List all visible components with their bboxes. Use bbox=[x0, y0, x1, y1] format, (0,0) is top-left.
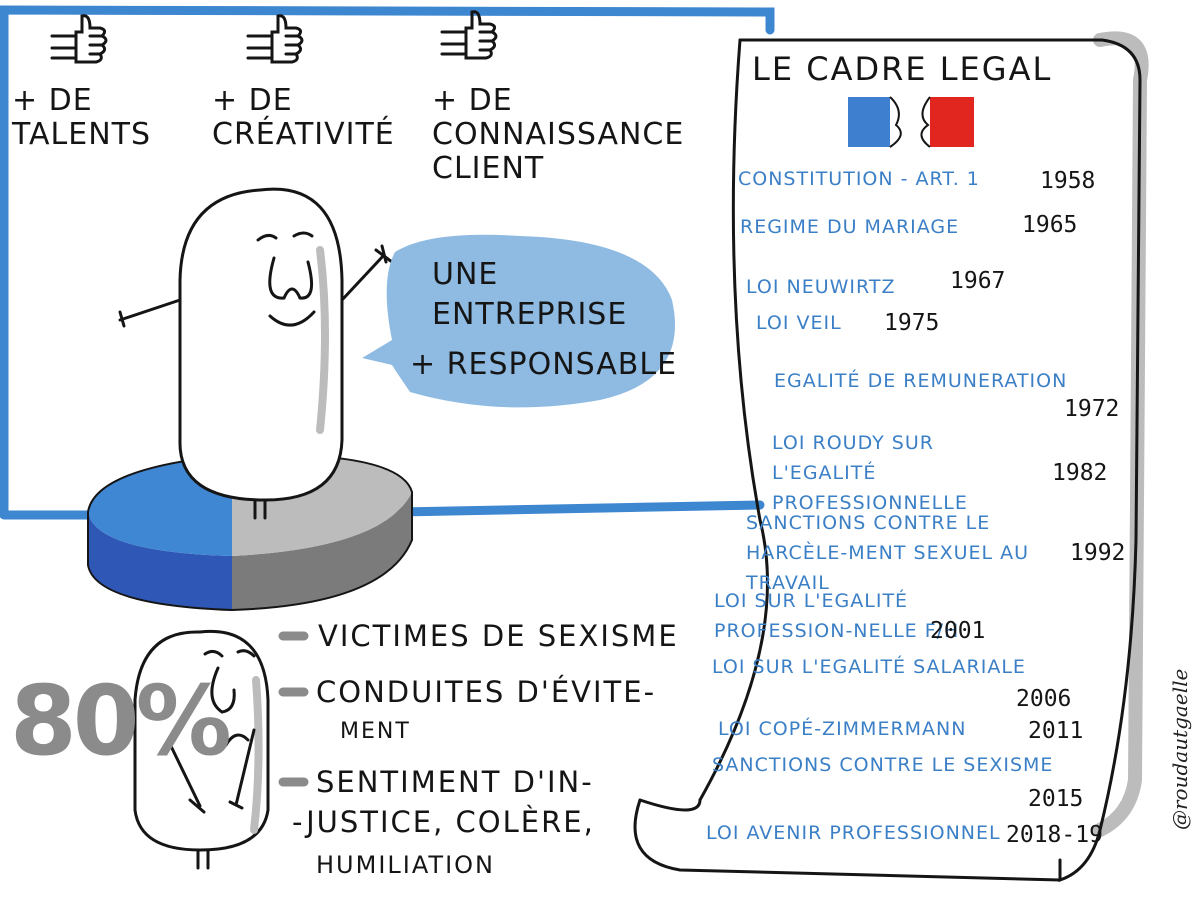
law-name: LOI COPÉ-ZIMMERMANN bbox=[718, 718, 967, 740]
bubble-line-2: ENTREPRISE bbox=[432, 297, 628, 332]
marianne-flag-icon bbox=[848, 96, 974, 148]
law-year: 1958 bbox=[1040, 168, 1096, 194]
stat-item-injustice-cont: -JUSTICE, COLÈRE, bbox=[292, 805, 595, 839]
artist-credit: @roudautgaelle bbox=[1168, 668, 1192, 830]
law-name: LOI SUR L'EGALITÉ PROFESSION-NELLE F/H bbox=[714, 590, 960, 642]
law-name: LOI SUR L'EGALITÉ SALARIALE bbox=[712, 656, 1026, 678]
happy-character bbox=[118, 187, 394, 520]
speech-bubble bbox=[362, 234, 675, 408]
benefit-talents: + DE TALENTS bbox=[12, 83, 151, 152]
law-year: 2006 bbox=[1016, 686, 1072, 712]
scroll-title: LE CADRE LEGAL bbox=[752, 50, 1053, 88]
stat-item-humiliation: HUMILIATION bbox=[316, 851, 495, 879]
bubble-line-3: + RESPONSABLE bbox=[410, 347, 678, 382]
law-name: LOI VEIL bbox=[756, 312, 842, 334]
thumbs-up-icon bbox=[246, 14, 304, 64]
benefit-creativity: + DE CRÉATIVITÉ bbox=[212, 83, 395, 152]
law-year: 1975 bbox=[884, 310, 940, 336]
blue-frame bbox=[0, 5, 775, 520]
law-name: REGIME DU MARIAGE bbox=[740, 216, 960, 238]
benefit-client-knowledge: + DE CONNAISSANCE CLIENT bbox=[432, 83, 685, 186]
law-name: SANCTIONS CONTRE LE SEXISME bbox=[712, 754, 1054, 776]
law-name: LOI NEUWIRTZ bbox=[746, 276, 896, 298]
law-year: 1972 bbox=[1064, 396, 1120, 422]
law-name: CONSTITUTION - ART. 1 bbox=[738, 168, 980, 190]
stat-percentage: 80% bbox=[10, 665, 232, 777]
stat-item-victims: VICTIMES DE SEXISME bbox=[318, 619, 679, 653]
thumbs-up-icon bbox=[440, 10, 498, 60]
law-year: 2001 bbox=[930, 618, 986, 644]
law-name: LOI AVENIR PROFESSIONNEL bbox=[706, 822, 1001, 844]
stat-item-avoidance: CONDUITES D'ÉVITE- bbox=[316, 675, 657, 709]
stat-item-injustice: SENTIMENT D'IN- bbox=[316, 765, 594, 799]
law-name: SANCTIONS CONTRE LE HARCÈLE-MENT SEXUEL … bbox=[746, 512, 1030, 594]
law-year: 2011 bbox=[1028, 718, 1084, 744]
law-year: 1992 bbox=[1070, 540, 1126, 566]
legal-scroll bbox=[633, 31, 1149, 883]
law-year: 2015 bbox=[1028, 786, 1084, 812]
stat-item-avoidance-cont: MENT bbox=[340, 719, 411, 744]
law-year: 1982 bbox=[1052, 460, 1108, 486]
law-year: 1965 bbox=[1022, 212, 1078, 238]
worried-character bbox=[133, 629, 270, 870]
law-year: 2018-19 bbox=[1006, 822, 1103, 848]
law-year: 1967 bbox=[950, 268, 1006, 294]
law-name: LOI ROUDY SUR L'EGALITÉ PROFESSIONNELLE bbox=[772, 432, 968, 514]
thumbs-up-icon bbox=[50, 14, 108, 64]
law-name: EGALITÉ DE REMUNERATION bbox=[774, 370, 1068, 392]
bubble-line-1: UNE bbox=[432, 257, 499, 292]
list-bullets bbox=[278, 631, 309, 787]
